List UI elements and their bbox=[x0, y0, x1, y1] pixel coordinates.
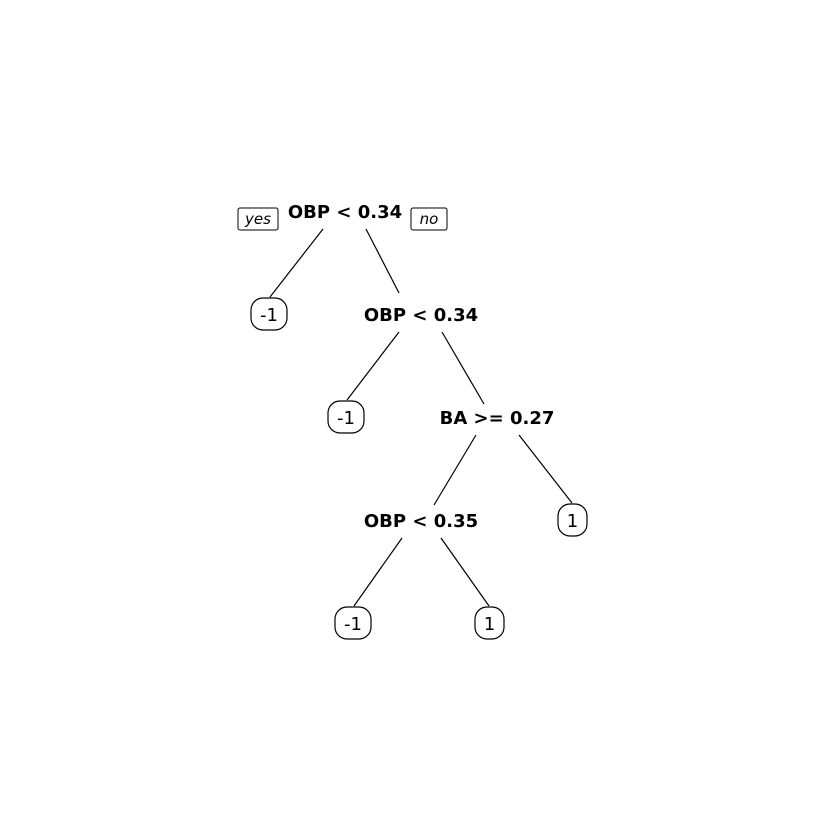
leaf-value: 1 bbox=[484, 614, 495, 635]
edge-split3-split4 bbox=[433, 434, 477, 506]
split-node-1: OBP < 0.34 bbox=[288, 202, 402, 223]
edge-split2-split3 bbox=[441, 331, 485, 405]
leaf-value: -1 bbox=[344, 614, 362, 635]
yes-tag: yes bbox=[237, 207, 279, 231]
leaf-value: 1 bbox=[567, 511, 578, 532]
leaf-node-5: 1 bbox=[474, 606, 505, 640]
no-tag: no bbox=[410, 207, 448, 231]
no-label: no bbox=[420, 210, 439, 228]
yes-label: yes bbox=[244, 210, 271, 228]
edge-split3-leaf4 bbox=[518, 434, 573, 504]
leaf-node-1: -1 bbox=[250, 297, 288, 331]
leaf-node-2: -1 bbox=[327, 400, 365, 434]
leaf-node-4: 1 bbox=[557, 503, 588, 537]
edge-split1-leaf1 bbox=[269, 228, 324, 298]
split-node-3: BA >= 0.27 bbox=[440, 408, 555, 429]
edge-split1-split2 bbox=[365, 228, 400, 294]
edge-split4-leaf5 bbox=[440, 537, 490, 607]
leaf-value: -1 bbox=[337, 408, 355, 429]
edge-split4-leaf3 bbox=[353, 537, 403, 607]
tree-edges bbox=[269, 228, 573, 607]
split-node-2: OBP < 0.34 bbox=[364, 305, 478, 326]
edge-split2-leaf2 bbox=[346, 331, 400, 401]
split-node-4: OBP < 0.35 bbox=[364, 511, 478, 532]
leaf-node-3: -1 bbox=[334, 606, 372, 640]
leaf-value: -1 bbox=[260, 305, 278, 326]
